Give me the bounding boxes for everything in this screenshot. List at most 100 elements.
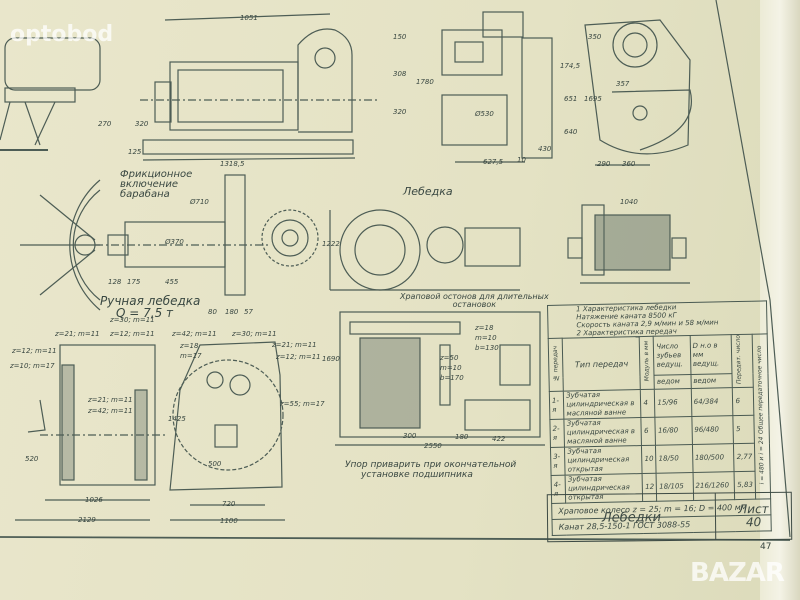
dimension-label: Ø530 xyxy=(475,110,494,118)
dimension-label: 1780 xyxy=(416,78,434,86)
gear-label: z=12; m=11 xyxy=(110,330,155,338)
cell-number: 2-я xyxy=(549,419,565,448)
dimension-label: 57 xyxy=(244,308,253,316)
electric-winch-end-view xyxy=(584,19,692,166)
dimension-label: 430 xyxy=(538,145,552,153)
col-header-diameter: D н.о в мм ведущ. xyxy=(689,334,733,375)
caption-stop-note: Упор приварить при окончательной установ… xyxy=(345,460,516,480)
caption-line: включение xyxy=(120,179,178,190)
dimension-label: 350 xyxy=(588,33,602,41)
cell-teeth: 15/96 xyxy=(654,388,692,418)
col-header-number: № передач xyxy=(551,345,560,382)
gear-end-view xyxy=(261,209,319,267)
sheet-info: Лист 40 xyxy=(716,493,791,540)
gear-label: z=21; m=11 xyxy=(88,396,133,404)
dimension-label: 360 xyxy=(622,160,636,168)
dimension-label: 640 xyxy=(564,128,578,136)
gear-label: z=42; m=11 xyxy=(172,330,217,338)
gear-label: z=10; m=17 xyxy=(10,362,55,370)
gear-label: z=55; m=17 xyxy=(280,400,325,408)
cell-ratio: 5 xyxy=(733,415,755,444)
sheet-frame-right xyxy=(715,0,791,538)
cell-module: 4 xyxy=(640,389,656,418)
gear-label: z=12; m=11 xyxy=(276,353,321,361)
dimension-label: 80 xyxy=(208,308,217,316)
cell-type: Зубчатая цилиндрическая в масляной ванне xyxy=(563,389,642,420)
col-header-ratio: Передат. число xyxy=(735,334,744,385)
caption-line: установке подшипника xyxy=(361,470,473,480)
hand-winch-side-view xyxy=(169,341,285,521)
dimension-label: 2129 xyxy=(78,516,96,524)
dimension-label: 1690 xyxy=(322,355,340,363)
gear-label: z=30; m=11 xyxy=(110,316,155,324)
total-ratio-value: i = 480 и i = 24 xyxy=(757,436,766,485)
hand-winch-front-view xyxy=(15,344,165,521)
drum-wheel-half xyxy=(20,179,101,311)
caption-line: остановок xyxy=(452,300,497,309)
cell-number: 1-я xyxy=(549,391,565,420)
dimension-label: 500 xyxy=(208,460,222,468)
dimension-label: 180 xyxy=(455,433,469,441)
dimension-label: 1051 xyxy=(240,14,258,22)
dimension-label: 10 xyxy=(517,156,526,164)
dimension-label: 1695 xyxy=(584,95,602,103)
title-block: Лебедки Лист 40 xyxy=(546,491,793,543)
winch-plan-view xyxy=(335,311,545,446)
dimension-label: 651 xyxy=(564,95,578,103)
col-header-type: Тип передач xyxy=(562,336,641,392)
caption-line: Фрикционное xyxy=(120,169,193,180)
drawing-title: Лебедки xyxy=(547,493,717,542)
gear-label: z=42; m=11 xyxy=(88,407,133,415)
dimension-label: 1222 xyxy=(322,240,340,248)
caption-line: барабана xyxy=(120,189,170,200)
winch-main-view xyxy=(329,209,521,291)
col-header-total-ratio: Общее передаточное число xyxy=(755,345,765,434)
cell-diameter: 64/384 xyxy=(690,387,734,417)
gear-label: m=10 xyxy=(475,334,497,342)
dimension-label: 627,5 xyxy=(483,158,504,166)
dimension-label: 1026 xyxy=(85,496,103,504)
dimension-label: 290 xyxy=(597,160,611,168)
gear-label: z=30; m=11 xyxy=(232,330,277,338)
page-edge xyxy=(760,0,800,600)
cell-teeth: 18/50 xyxy=(655,444,693,474)
gear-label: z=21; m=11 xyxy=(272,341,317,349)
sub-header-driven: ведом xyxy=(654,374,691,390)
dimension-label: 174,5 xyxy=(560,62,581,70)
cell-ratio: 2,77 xyxy=(733,443,756,472)
sheet-frame-bottom xyxy=(0,536,791,541)
col-header-module: Модуль в мм xyxy=(643,341,652,382)
sheet-number: 40 xyxy=(745,515,762,530)
dimension-label: 128 xyxy=(108,278,122,286)
caption-line: Храповой остонов для длительных xyxy=(400,292,549,301)
gear-label: m=17 xyxy=(180,352,202,360)
cell-number: 3-я xyxy=(550,447,566,476)
dimension-label: 455 xyxy=(165,278,179,286)
winch-characteristics: 1 Характеристика лебедки Натяжение канат… xyxy=(547,300,768,339)
watermark-bottom-right: BAZAR xyxy=(690,558,785,588)
gear-label: z=21; m=11 xyxy=(55,330,100,338)
gear-label: b=170 xyxy=(440,374,464,382)
dimension-label: 320 xyxy=(393,108,407,116)
gear-label: z=18 xyxy=(475,324,494,332)
col-header-teeth: Число зубьев ведущ. xyxy=(653,335,691,376)
cell-diameter: 180/500 xyxy=(692,443,735,473)
winch-side-view xyxy=(140,13,380,161)
gear-label: b=130 xyxy=(475,344,499,352)
gear-label: z=50 xyxy=(440,354,459,362)
dimension-label: 720 xyxy=(222,500,236,508)
gear-label: z=12; m=11 xyxy=(12,347,57,355)
caption-line: Упор приварить при окончательной xyxy=(345,460,517,470)
dimension-label: 520 xyxy=(25,455,39,463)
caption-friction-clutch: Фрикционное включение барабана xyxy=(120,170,192,200)
dimension-label: 308 xyxy=(393,70,407,78)
dimension-label: 300 xyxy=(403,432,417,440)
dimension-label: 1100 xyxy=(220,517,238,525)
cell-teeth: 16/80 xyxy=(655,416,693,446)
dimension-label: 422 xyxy=(492,435,506,443)
caption-winch: Лебедка xyxy=(403,185,453,198)
caption-hand-winch: Ручная лебедка Q = 7,5 т xyxy=(100,295,200,319)
cell-ratio: 6 xyxy=(732,387,754,416)
page-number: 47 xyxy=(760,542,772,552)
cell-type: Зубчатая цилиндрическая открытая xyxy=(564,445,643,476)
